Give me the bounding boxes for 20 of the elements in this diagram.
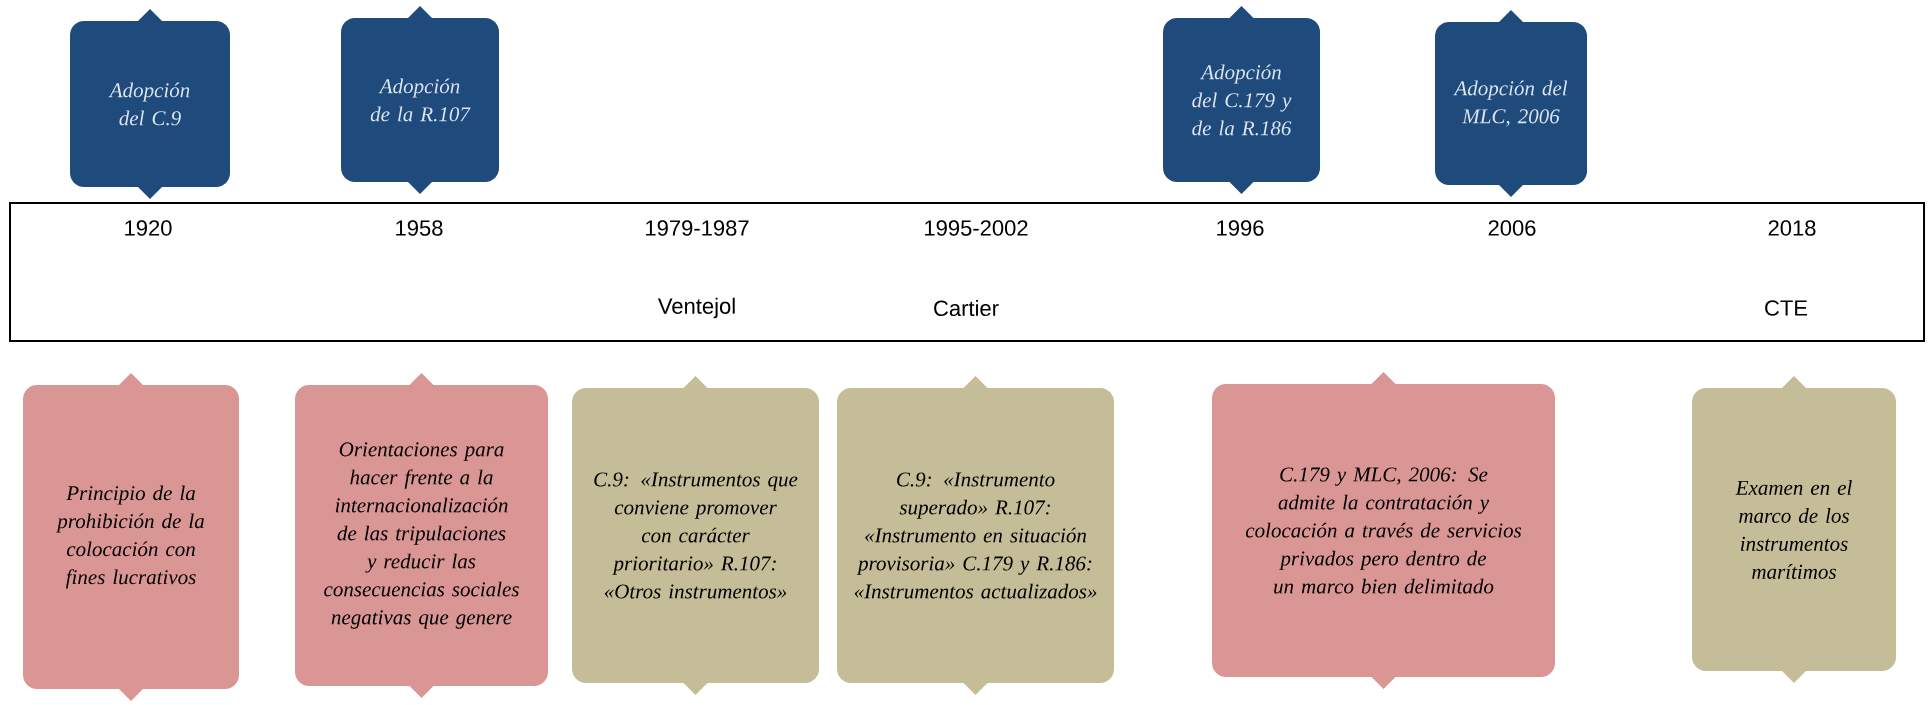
year-label: 1920 xyxy=(125,220,172,236)
callout-box: Adopción de la R.107 xyxy=(341,6,499,194)
name-label: Cartier xyxy=(934,299,999,317)
callout-box: C.179 y MLC, 2006: Se admite la contratación y colocación a través de servicios privados pero dentro de un marco bien delimitado xyxy=(1212,372,1555,689)
year-label: 1979-1987 xyxy=(646,220,749,236)
callout-box: Adopción del C.9 xyxy=(70,9,230,199)
year-label: 2006 xyxy=(1488,220,1536,236)
callout-box: Adopción del MLC, 2006 xyxy=(1435,10,1587,197)
callout-box: Adopción del C.179 y de la R.186 xyxy=(1163,6,1320,194)
callout-box: Principio de la prohibición de la colocación con fines lucrativos xyxy=(23,373,239,701)
year-label: 1958 xyxy=(396,220,443,236)
year-label: 2018 xyxy=(1768,220,1816,236)
callout-box: C.9: «Instrumentos que conviene promover con carácter prioritario» R.107: «Otros instrumentos» xyxy=(572,376,819,695)
year-label: 1995-2002 xyxy=(925,220,1028,236)
callout-box: Orientaciones para hacer frente a la internacionalización de las tripulaciones y reducir las consecuencias sociales negativas que genere xyxy=(295,373,548,698)
callout-box: C.9: «Instrumento superado» R.107: «Instrumento en situación provisoria» C.179 y R.186: «Instrumentos actualizados» xyxy=(837,376,1114,695)
name-label: Ventejol xyxy=(657,297,735,319)
year-label: 1996 xyxy=(1217,220,1264,236)
name-label: CTE xyxy=(1765,300,1808,316)
callout-box: Examen en el marco de los instrumentos marítimos xyxy=(1692,376,1896,683)
